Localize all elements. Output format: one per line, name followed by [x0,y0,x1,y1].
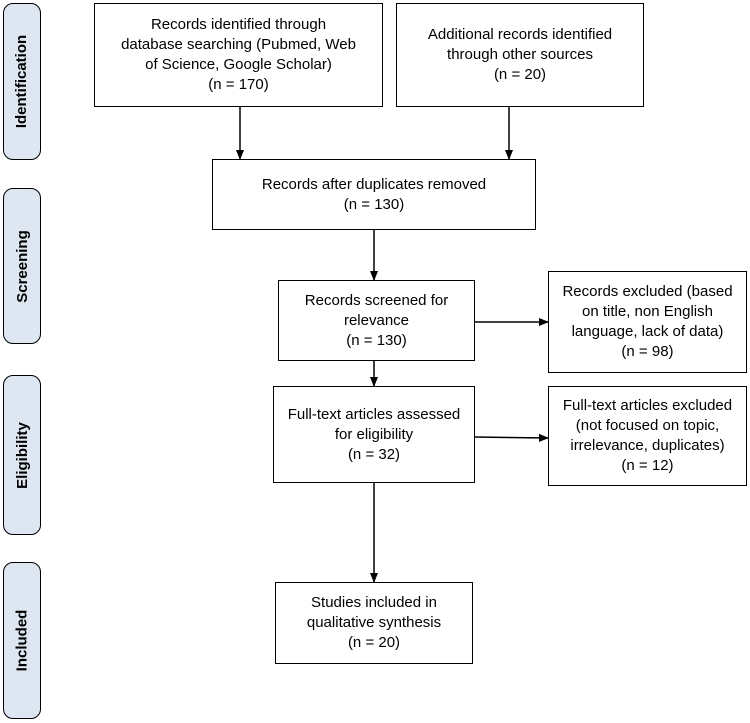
box-screened-excluded: Records excluded (based on title, non Eng… [548,271,747,373]
box-included-studies-text: Studies included in qualitative synthesis… [307,593,441,653]
box-text-line: Records excluded (based [562,283,733,300]
box-text-line: Full-text articles assessed [287,405,461,423]
stage-screening: Screening [3,188,41,344]
box-other-records: Additional records identified through oth… [396,3,644,107]
box-fulltext-assessed-text: Full-text articles assessed for eligibili… [288,405,461,465]
box-text-line: Additional records identified [427,26,613,43]
box-fulltext-excluded-text: Full-text articles excluded (not focused … [563,396,732,476]
arrow-fulltext-to-excluded [474,433,549,442]
box-text-line: Records after duplicates removed [261,175,487,193]
box-text-line: language, lack of data) [571,323,724,340]
box-text-line: (n = 20) [347,634,401,651]
box-text-line: (not focused on topic, [575,417,720,434]
box-text-line: (n = 12) [621,457,674,474]
box-fulltext-assessed: Full-text articles assessed for eligibili… [273,386,475,483]
stage-included: Included [3,562,41,719]
stage-identification: Identification [3,3,41,160]
box-text-line: of Science, Google Scholar) [145,56,332,73]
box-text-line: qualitative synthesis [306,614,442,631]
box-screened-text: Records screened for relevance (n = 130) [305,291,448,351]
box-text-line: (n = 20) [493,66,547,83]
box-text-line: Full-text articles excluded [562,397,733,414]
box-other-records-text: Additional records identified through oth… [428,25,612,85]
box-text-line: relevance [343,311,410,329]
box-fulltext-excluded: Full-text articles excluded (not focused … [548,386,747,486]
box-text-line: through other sources [447,46,593,63]
stage-eligibility: Eligibility [3,375,41,535]
box-text-line: irrelevance, duplicates) [570,437,725,454]
box-text-line: for eligibility [334,425,414,443]
box-text-line: (n = 32) [347,445,401,463]
box-text-line: Records identified through [150,16,327,33]
box-text-line: Studies included in [311,594,437,611]
box-database-records: Records identified through database searc… [94,3,383,107]
box-text-line: on title, non English [582,303,713,320]
box-text-line: (n = 98) [621,343,674,360]
box-text-line: (n = 130) [343,195,405,213]
box-screened-excluded-text: Records excluded (based on title, non Eng… [562,282,732,362]
box-after-duplicates: Records after duplicates removed (n = 130… [212,159,536,230]
box-text-line: (n = 130) [346,331,407,349]
box-database-records-text: Records identified through database searc… [121,15,356,95]
box-screened: Records screened for relevance (n = 130) [278,280,475,361]
box-text-line: Records screened for [304,291,449,309]
box-text-line: (n = 170) [208,76,269,93]
box-text-line: database searching (Pubmed, Web [121,36,356,53]
box-after-duplicates-text: Records after duplicates removed (n = 130… [262,175,486,215]
box-included-studies: Studies included in qualitative synthesis… [275,582,473,664]
